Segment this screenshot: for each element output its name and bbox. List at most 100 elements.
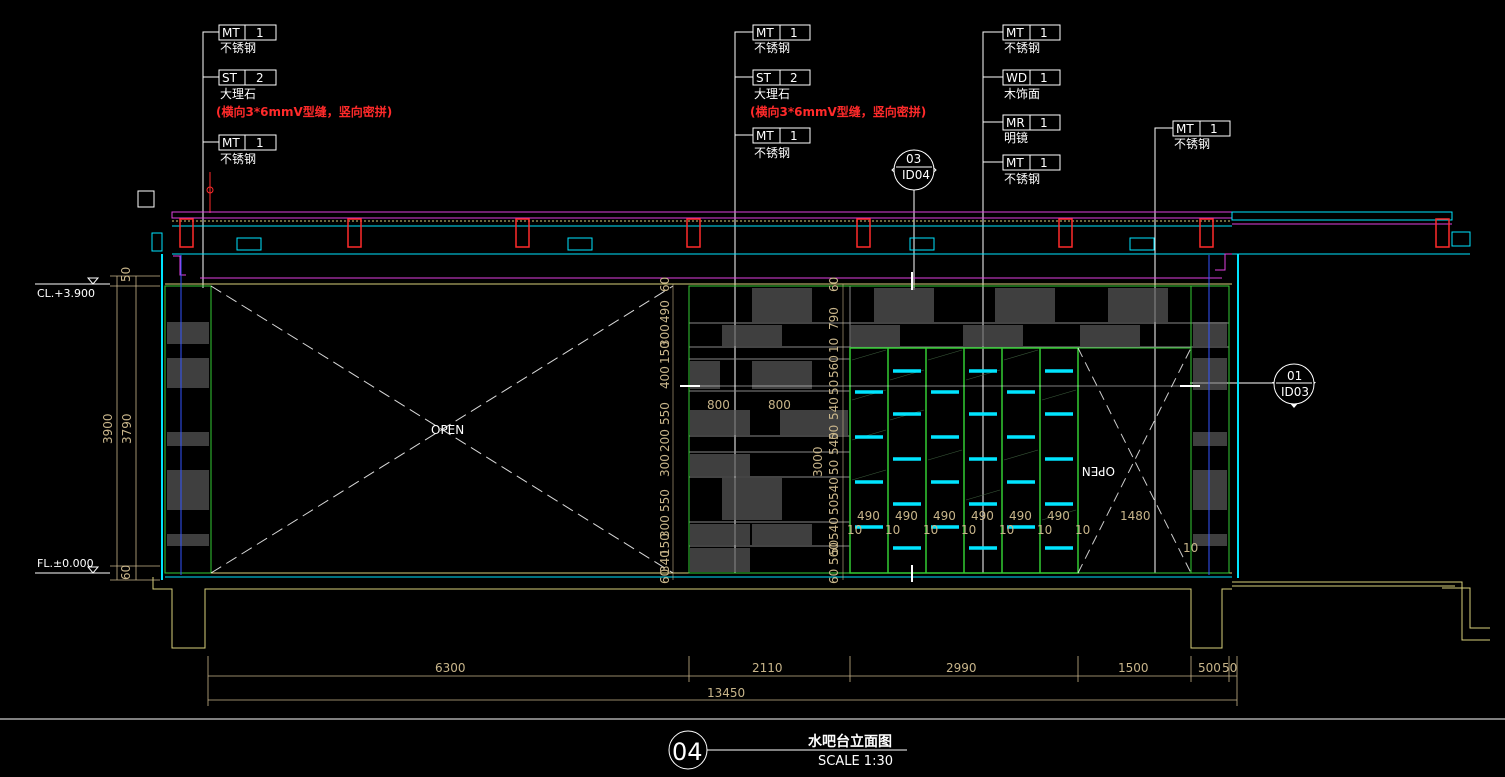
wall-vdim-label: 200 <box>658 429 672 452</box>
floor-level: FL.±0.000 <box>37 557 94 570</box>
cabinet-vdim-label: 790 <box>827 307 841 330</box>
shelves <box>855 369 1073 550</box>
section-03-num: 03 <box>906 152 921 166</box>
right-column-stone <box>1193 322 1227 546</box>
cabinet-vdim-label: 560 <box>827 355 841 378</box>
cabinet-vertical-dims: 6079010560505405054050300054050540505606… <box>811 277 841 584</box>
bottom-dim-label: 1500 <box>1118 661 1149 675</box>
left-dim-outer: 3900 <box>101 413 115 444</box>
callout-3-2-desc: 木饰面 <box>1004 87 1040 101</box>
small-ten-label: 10 <box>1183 541 1198 555</box>
callout-2-1-desc: 不锈钢 <box>754 41 790 55</box>
cabinet-vdim-label: 540 <box>827 397 841 420</box>
open-zone-right <box>1077 347 1192 574</box>
bottom-dim-label: 50 <box>1222 661 1237 675</box>
left-column <box>164 285 212 574</box>
cabinet-vdim-label: 560 <box>827 542 841 565</box>
callout-3-3-num: 1 <box>1040 116 1048 130</box>
bottom-dim-label: 2110 <box>752 661 783 675</box>
cabinet-vdim-label: 50 <box>827 380 841 395</box>
callout-4-1-code: MT <box>1176 122 1194 136</box>
open-label-left: OPEN <box>431 423 464 437</box>
callout-1-1-desc: 不锈钢 <box>220 41 256 55</box>
callout-3-4-code: MT <box>1006 156 1024 170</box>
left-column-stone <box>167 322 209 546</box>
elevation-markers <box>35 277 110 574</box>
left-dim-top: 50 <box>119 267 133 282</box>
small-ten-label: 10 <box>1037 523 1052 537</box>
cabinet-vdim-label: 540 <box>827 432 841 455</box>
shelf-dim-label: 490 <box>895 509 918 523</box>
tile-dim-label: 800 <box>768 398 791 412</box>
ceiling-vents <box>236 237 1155 251</box>
callout-group-4 <box>1154 120 1231 573</box>
small-square-marker <box>137 190 155 208</box>
wall-vdim-label: 300 <box>658 324 672 347</box>
wall-vdim-label: 400 <box>658 366 672 389</box>
bottom-dim-label: 500 <box>1198 661 1221 675</box>
callout-2-1-code: MT <box>756 26 774 40</box>
wall-vdim-label: 340 <box>658 550 672 573</box>
wall-vdim-label: 60 <box>658 277 672 292</box>
small-ten-label: 10 <box>847 523 862 537</box>
small-ten-label: 10 <box>885 523 900 537</box>
small-ten-label: 10 <box>1075 523 1090 537</box>
section-01-num: 01 <box>1287 369 1302 383</box>
cabinet-vdim-label: 3000 <box>811 446 825 477</box>
cabinet-vdim-label: 50 <box>827 500 841 515</box>
ceiling-red-joists <box>179 218 1450 248</box>
cabinet-vdim-label: 50 <box>827 425 841 440</box>
small-ten-label: 10 <box>961 523 976 537</box>
callout-2-3-code: MT <box>756 129 774 143</box>
shelf-dim-label: 490 <box>933 509 956 523</box>
shelf-dim-label: 1480 <box>1120 509 1151 523</box>
callout-4-1-desc: 不锈钢 <box>1174 137 1210 151</box>
callout-1-2-desc: 大理石 <box>220 87 256 101</box>
callout-4-1-num: 1 <box>1210 122 1218 136</box>
bottom-dimension-lines <box>207 656 1238 706</box>
section-mark-03 <box>891 149 937 290</box>
wall-vdim-label: 150 <box>658 341 672 364</box>
callout-group-3 <box>982 24 1061 573</box>
tile-dims: 800 800 <box>707 398 791 412</box>
cabinet-vdim-label: 50 <box>827 540 841 555</box>
callout-2-2-code: ST <box>756 71 772 85</box>
callout-2-3-desc: 不锈钢 <box>754 146 790 160</box>
shelf-dim-label: 490 <box>857 509 880 523</box>
shelving-cabinet <box>849 347 1079 574</box>
section-01-ref: ID03 <box>1281 385 1309 399</box>
callout-2-2-num: 2 <box>790 71 798 85</box>
wall-vdim-label: 300 <box>658 515 672 538</box>
callout-3-3-desc: 明镜 <box>1004 130 1028 145</box>
bottom-dim-label: 2990 <box>946 661 977 675</box>
left-dim-bottom: 60 <box>119 565 133 580</box>
callout-group-1 <box>202 24 277 288</box>
callout-2-1-num: 1 <box>790 26 798 40</box>
foundation <box>152 577 1490 649</box>
wall-vdim-label: 490 <box>658 300 672 323</box>
open-zone-left <box>210 285 674 574</box>
small-ten-label: 10 <box>923 523 938 537</box>
shelf-dim-label: 490 <box>1047 509 1070 523</box>
title-scale: SCALE 1:30 <box>818 754 893 769</box>
tile-dim-label: 800 <box>707 398 730 412</box>
cabinet-vdim-label: 50 <box>827 460 841 475</box>
right-column <box>1190 285 1230 574</box>
wall-vdim-label: 150 <box>658 533 672 556</box>
callout-group-2 <box>734 24 811 573</box>
callout-1-2-code: ST <box>222 71 238 85</box>
section-03-ref: ID04 <box>902 168 930 182</box>
callout-3-1-code: MT <box>1006 26 1024 40</box>
callout-3-1-num: 1 <box>1040 26 1048 40</box>
callout-3-2-code: WD <box>1006 71 1027 85</box>
title-name: 水吧台立面图 <box>808 733 892 750</box>
stone-wall <box>688 285 851 574</box>
callout-2-2-note: (横向3*6mmV型缝，竖向密拼) <box>750 104 926 119</box>
shelf-dim-label: 490 <box>971 509 994 523</box>
left-dim-inner: 3790 <box>120 413 134 444</box>
callout-1-3-num: 1 <box>256 136 264 150</box>
